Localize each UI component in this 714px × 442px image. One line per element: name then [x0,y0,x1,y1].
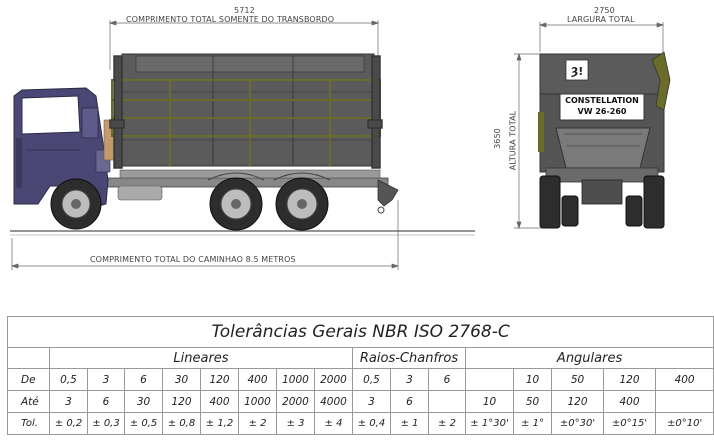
width-dimension [538,22,665,52]
table-cell: ±0°15' [603,412,656,435]
height-value: 3650 [492,128,502,149]
group-header-empty [7,347,50,369]
table-cell: ± 3 [276,412,315,435]
table-cell: 4000 [314,390,353,413]
rear-wheel-2 [275,177,329,231]
rear-wheel-1 [209,177,263,231]
table-cell: 10 [513,368,552,391]
table-cell: 400 [603,390,656,413]
table-cell: 400 [654,368,714,391]
table-cell: 3 [352,390,391,413]
bed-length-value: 5712 [234,6,255,15]
table-cell: 30 [162,368,201,391]
truck-length-label: COMPRIMENTO TOTAL DO CAMINHAO 8.5 METROS [90,255,296,264]
table-cell: ± 1 [390,412,429,435]
group-header-lineares: Lineares [49,347,353,369]
table-cell: ± 0,8 [162,412,201,435]
table-cell [465,368,514,391]
table-cell: 6 [87,390,125,413]
rear-plate-line1: CONSTELLATION [565,96,639,105]
table-cell: 50 [513,390,552,413]
table-title: Tolerâncias Gerais NBR ISO 2768-C [6,316,714,348]
table-cell: ± 0,2 [49,412,88,435]
group-header-raios-chanfros: Raios-Chanfros [352,347,466,369]
table-cell: ± 0,5 [124,412,163,435]
table-cell: 120 [551,390,604,413]
table-cell: 10 [465,390,514,413]
table-cell: 120 [603,368,656,391]
table-cell: 3 [49,390,88,413]
rear-plate-text: CONSTELLATION VW 26-260 [560,95,644,117]
table-cell: ±0°10' [654,412,714,435]
table-cell: ± 1,2 [200,412,239,435]
bed-length-label: COMPRIMENTO TOTAL SOMENTE DO TRANSBORDO [126,15,335,24]
height-dimension [514,52,545,230]
table-cell: 30 [124,390,163,413]
table-row-ate: Até 3 6 30 120 400 1000 2000 4000 3 6 10… [7,390,714,413]
table-cell: ±0°30' [551,412,604,435]
bed-length-dimension [108,20,380,70]
table-cell: ± 2 [238,412,277,435]
table-cell: 2000 [314,368,353,391]
table-cell: ± 2 [428,412,466,435]
svg-text:Ȝ!: Ȝ! [571,65,584,78]
table-cell: 2000 [276,390,315,413]
row-label: Até [7,390,50,413]
truck-rear-view: Ȝ! [538,51,671,229]
width-label: LARGURA TOTAL [567,15,635,24]
table-cell: ± 1° [513,412,552,435]
tolerance-table: Tolerâncias Gerais NBR ISO 2768-C Linear… [6,316,714,435]
table-cell: ± 0,3 [87,412,125,435]
table-cell: 400 [200,390,239,413]
table-cell: 0,5 [49,368,88,391]
table-cell: ± 1°30' [465,412,514,435]
table-cell: 400 [238,368,277,391]
row-label: Tol. [7,412,50,435]
table-cell: 1000 [238,390,277,413]
table-cell: 6 [390,390,429,413]
width-value: 2750 [594,6,615,15]
table-row-de: De 0,5 3 6 30 120 400 1000 2000 0,5 3 6 … [7,368,714,391]
truck-drawing: Ȝ! [10,20,671,270]
row-label: De [7,368,50,391]
table-cell: ± 0,4 [352,412,391,435]
table-cell: 120 [200,368,239,391]
table-cell [428,390,466,413]
front-wheel [50,178,102,230]
group-header-angulares: Angulares [464,347,714,369]
table-cell: 3 [87,368,125,391]
table-row-tol: Tol. ± 0,2 ± 0,3 ± 0,5 ± 0,8 ± 1,2 ± 2 ±… [7,412,714,435]
table-cell: 120 [162,390,201,413]
table-cell: ± 4 [314,412,353,435]
table-cell: 50 [551,368,604,391]
height-label: ALTURA TOTAL [508,110,518,171]
table-cell: 1000 [276,368,315,391]
table-cell: 6 [428,368,466,391]
table-cell [654,390,714,413]
table-cell: 6 [124,368,163,391]
table-cell: 0,5 [352,368,391,391]
table-cell: 3 [390,368,429,391]
truck-side-view [13,53,399,231]
rear-plate-line2: VW 26-260 [577,107,627,116]
